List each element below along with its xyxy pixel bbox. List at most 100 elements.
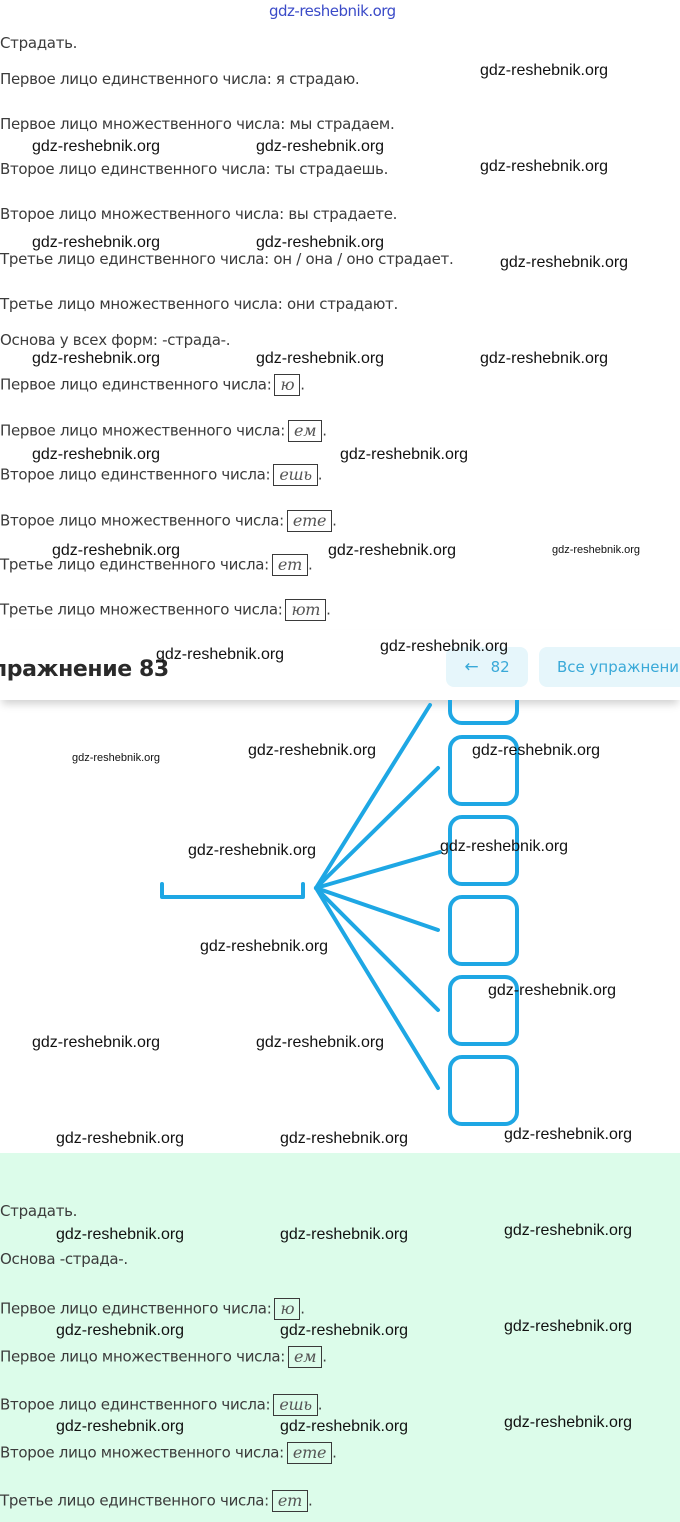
watermark: gdz-reshebnik.org <box>504 1414 633 1431</box>
watermark: gdz-reshebnik.org <box>56 1130 185 1147</box>
watermark: gdz-reshebnik.org <box>380 638 509 655</box>
watermark: gdz-reshebnik.org <box>552 544 641 556</box>
connector-line <box>314 886 440 932</box>
text-line: Страдать. <box>0 34 78 52</box>
watermark: gdz-reshebnik.org <box>200 938 329 955</box>
ending-label: Третье лицо множественного числа: <box>0 600 283 619</box>
ending-line: Первое лицо множественного числа:ем. <box>0 420 327 442</box>
connector-line <box>314 886 440 1012</box>
watermark: gdz-reshebnik.org <box>480 158 609 175</box>
text-line: Второе лицо множественного числа: вы стр… <box>0 205 398 223</box>
stem-endings-diagram <box>160 700 519 1126</box>
watermark: gdz-reshebnik.org <box>256 1034 385 1051</box>
watermark: gdz-reshebnik.org <box>504 1318 633 1335</box>
ending-box: ю <box>274 1298 301 1320</box>
ending-line: Третье лицо единственного числа:ет. <box>0 1490 313 1512</box>
connector-line <box>314 886 440 1090</box>
ending-line: Первое лицо единственного числа:ю. <box>0 1298 305 1320</box>
ending-box-shape <box>448 815 519 886</box>
ending-box: ете <box>286 510 333 532</box>
text-line: Первое лицо единственного числа: я страд… <box>0 70 360 88</box>
watermark: gdz-reshebnik.org <box>488 982 617 999</box>
stem-bracket <box>160 882 305 899</box>
arrow-left-icon: ← <box>464 657 479 677</box>
watermark: gdz-reshebnik.org <box>340 446 469 463</box>
prev-exercise-button[interactable]: ← 82 <box>446 647 528 687</box>
watermark: gdz-reshebnik.org <box>72 752 161 764</box>
watermark: gdz-reshebnik.org <box>56 1226 185 1243</box>
text-line: Основа -страда-. <box>0 1250 128 1268</box>
ending-label: Третье лицо единственного числа: <box>0 1491 269 1510</box>
exercise-header: пражнение 83 ← 82 Все упражнени <box>0 630 680 700</box>
watermark: gdz-reshebnik.org <box>480 62 609 79</box>
text-line: Страдать. <box>0 1202 78 1220</box>
connector-line <box>314 850 442 890</box>
watermark: gdz-reshebnik.org <box>504 1126 633 1143</box>
text-line: Основа у всех форм: -страда-. <box>0 331 231 349</box>
ending-label: Второе лицо множественного числа: <box>0 1443 284 1462</box>
watermark: gdz-reshebnik.org <box>32 234 161 251</box>
ending-box: ют <box>285 599 327 621</box>
ending-box: ю <box>274 374 301 396</box>
watermark: gdz-reshebnik.org <box>280 1322 409 1339</box>
ending-label: Второе лицо единственного числа: <box>0 465 271 484</box>
prev-exercise-label: 82 <box>490 658 510 676</box>
ending-box: ешь <box>273 464 318 486</box>
answer-section: Страдать. Основа -страда-. Первое лицо е… <box>0 1153 680 1522</box>
text-line: Второе лицо единственного числа: ты стра… <box>0 160 389 178</box>
all-exercises-label: Все упражнени <box>557 658 680 676</box>
ending-box: ете <box>286 1442 333 1464</box>
ending-box: ет <box>271 1490 308 1512</box>
ending-line: Первое лицо единственного числа:ю. <box>0 374 305 396</box>
ending-line: Второе лицо множественного числа:ете. <box>0 510 337 532</box>
ending-box-shape <box>448 1055 519 1126</box>
text-line: Третье лицо единственного числа: он / он… <box>0 250 454 268</box>
ending-line: Второе лицо множественного числа:ете. <box>0 1442 337 1464</box>
watermark: gdz-reshebnik.org <box>56 1322 185 1339</box>
ending-label: Первое лицо единственного числа: <box>0 1299 272 1318</box>
ending-line: Первое лицо множественного числа:ем. <box>0 1346 327 1368</box>
watermark: gdz-reshebnik.org <box>156 646 285 663</box>
watermark: gdz-reshebnik.org <box>280 1226 409 1243</box>
watermark: gdz-reshebnik.org <box>440 838 569 855</box>
watermark: gdz-reshebnik.org <box>480 350 609 367</box>
ending-box-shape <box>448 895 519 966</box>
watermark: gdz-reshebnik.org <box>269 2 396 20</box>
watermark: gdz-reshebnik.org <box>32 138 161 155</box>
watermark: gdz-reshebnik.org <box>32 446 161 463</box>
watermark: gdz-reshebnik.org <box>256 350 385 367</box>
ending-line: Третье лицо единственного числа:ет. <box>0 554 313 576</box>
ending-label: Третье лицо единственного числа: <box>0 555 269 574</box>
watermark: gdz-reshebnik.org <box>56 1418 185 1435</box>
watermark: gdz-reshebnik.org <box>248 742 377 759</box>
ending-box-shape <box>448 700 519 725</box>
text-line: Третье лицо множественного числа: они ст… <box>0 295 398 313</box>
ending-label: Первое лицо множественного числа: <box>0 421 286 440</box>
watermark: gdz-reshebnik.org <box>188 842 317 859</box>
ending-box-shape <box>448 975 519 1046</box>
ending-box: ем <box>288 420 323 442</box>
ending-label: Второе лицо единственного числа: <box>0 1395 271 1414</box>
watermark: gdz-reshebnik.org <box>280 1418 409 1435</box>
ending-label: Первое лицо единственного числа: <box>0 375 272 394</box>
connector-line <box>314 703 432 890</box>
ending-line: Третье лицо множественного числа:ют. <box>0 599 331 621</box>
text-line: Первое лицо множественного числа: мы стр… <box>0 115 395 133</box>
watermark: gdz-reshebnik.org <box>328 542 457 559</box>
ending-box: ем <box>288 1346 323 1368</box>
ending-box-shape <box>448 735 519 806</box>
connector-line <box>314 766 440 890</box>
ending-box: ет <box>271 554 308 576</box>
watermark: gdz-reshebnik.org <box>256 138 385 155</box>
watermark: gdz-reshebnik.org <box>500 254 629 271</box>
ending-label: Второе лицо множественного числа: <box>0 511 284 530</box>
watermark: gdz-reshebnik.org <box>32 1034 161 1051</box>
watermark: gdz-reshebnik.org <box>504 1222 633 1239</box>
all-exercises-button[interactable]: Все упражнени <box>539 647 680 687</box>
watermark: gdz-reshebnik.org <box>280 1130 409 1147</box>
ending-box: ешь <box>273 1394 318 1416</box>
exercise-title: пражнение 83 <box>0 657 169 682</box>
watermark: gdz-reshebnik.org <box>256 234 385 251</box>
ending-line: Второе лицо единственного числа:ешь. <box>0 464 323 486</box>
ending-label: Первое лицо множественного числа: <box>0 1347 286 1366</box>
